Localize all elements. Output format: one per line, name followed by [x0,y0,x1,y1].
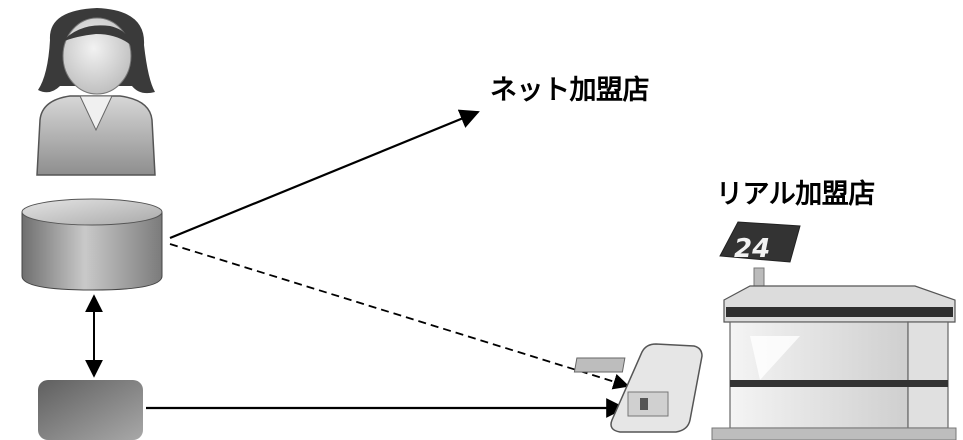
database-cylinder-icon [21,198,163,291]
arrow-to-net-merchant [169,109,480,240]
real-merchant-label: リアル加盟店 [716,179,875,210]
net-merchant-label: ネット加盟店 [490,75,650,106]
convenience-store-icon: 24 [711,221,957,440]
dashed-arrow-to-card-reader [169,243,630,390]
store-sign-number: 24 [734,234,770,264]
card-reader-icon [573,343,703,433]
terminal-box-icon [38,380,143,440]
person-icon [36,8,156,176]
